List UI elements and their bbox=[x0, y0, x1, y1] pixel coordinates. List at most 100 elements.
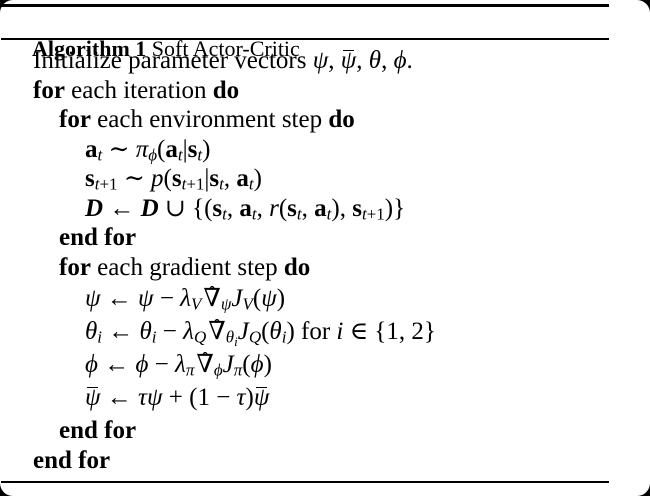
algo-line: D ← D ∪ {(st, at, r(st, at), st+1)} bbox=[0, 194, 650, 224]
text-token: i bbox=[151, 327, 157, 347]
text-token: λ bbox=[175, 351, 186, 378]
text-token: ∈ {1, 2} bbox=[343, 318, 436, 345]
text-token: ϕ bbox=[148, 145, 158, 165]
text-token: a bbox=[314, 194, 327, 222]
nabla-hat-symbol: ∇ bbox=[203, 285, 220, 312]
text-token: s bbox=[187, 135, 198, 163]
text-token: each gradient step bbox=[90, 253, 284, 281]
text-token: ), bbox=[331, 194, 353, 222]
text-token: ) for bbox=[286, 318, 337, 345]
text-token: λ bbox=[180, 285, 191, 312]
text-token: ( bbox=[157, 135, 166, 163]
text-token: ← bbox=[102, 318, 140, 345]
text-token: , bbox=[256, 194, 270, 222]
algo-line: for each gradient step do bbox=[0, 253, 650, 283]
text-token: a bbox=[85, 135, 98, 163]
top-rule bbox=[1, 4, 609, 7]
text-token: π bbox=[185, 360, 195, 380]
text-token: π bbox=[233, 360, 243, 380]
text-token: ← bbox=[100, 384, 139, 411]
text-token: ( bbox=[242, 351, 251, 378]
text-token: ψ bbox=[312, 47, 329, 74]
algorithm-title: Soft Actor-Critic bbox=[146, 36, 300, 61]
text-token: do bbox=[328, 106, 355, 133]
text-token: Q bbox=[193, 327, 207, 347]
text-token: ϕ bbox=[250, 351, 264, 378]
text-token: i bbox=[281, 327, 287, 347]
text-token: ) bbox=[245, 384, 254, 411]
algo-line: end for bbox=[0, 447, 650, 476]
algo-line: Initialize parameter vectors ψ, ψ, θ, ϕ. bbox=[0, 46, 650, 76]
text-token: do bbox=[283, 253, 311, 281]
text-token: , bbox=[226, 194, 240, 222]
text-token: ψ bbox=[146, 384, 163, 411]
text-token: ( bbox=[278, 194, 288, 222]
text-token: , bbox=[301, 194, 315, 222]
text-token: ( bbox=[252, 285, 262, 312]
text-token: ϕ bbox=[213, 360, 223, 380]
text-token: − bbox=[153, 285, 181, 312]
text-token: s bbox=[85, 165, 95, 192]
text-token: ∼ bbox=[102, 135, 136, 163]
algorithm-body: Initialize parameter vectors ψ, ψ, θ, ϕ.… bbox=[0, 46, 650, 476]
text-token: +1 bbox=[366, 204, 385, 224]
text-token: for bbox=[33, 76, 65, 104]
text-token: a bbox=[165, 135, 178, 163]
text-token: θ bbox=[269, 318, 282, 345]
text-token: for bbox=[59, 253, 91, 281]
text-token: J bbox=[231, 285, 243, 312]
text-token: s bbox=[287, 194, 297, 222]
text-token: s bbox=[171, 165, 182, 192]
text-token: ϕ bbox=[135, 351, 149, 378]
algo-line: at ∼ πϕ(at|st) bbox=[0, 135, 650, 165]
text-token: t bbox=[251, 204, 257, 224]
text-token: )} bbox=[384, 194, 406, 222]
text-token: t bbox=[248, 174, 254, 194]
text-token: t bbox=[181, 174, 187, 194]
text-token: t bbox=[296, 204, 302, 224]
text-token: a bbox=[236, 165, 249, 192]
text-token: i bbox=[97, 327, 103, 347]
text-token: end for bbox=[33, 447, 111, 474]
nabla-hat-symbol: ∇ bbox=[208, 318, 225, 345]
text-token: ) bbox=[276, 285, 286, 312]
text-token: . bbox=[406, 47, 413, 74]
text-token: θ bbox=[368, 47, 382, 74]
text-token: D bbox=[85, 194, 104, 222]
text-token: t bbox=[219, 174, 224, 194]
algo-line: end for bbox=[0, 223, 650, 253]
text-token: , bbox=[328, 47, 341, 74]
text-token: θ bbox=[139, 318, 152, 345]
text-token: t bbox=[97, 145, 103, 165]
text-token: λ bbox=[183, 318, 194, 345]
text-token: ψ bbox=[138, 285, 154, 312]
text-token: ψ bbox=[220, 294, 232, 314]
bottom-rule bbox=[1, 481, 609, 483]
text-token: τ bbox=[236, 384, 246, 411]
text-token: D bbox=[140, 194, 159, 222]
text-token: s bbox=[209, 165, 220, 192]
text-token: θ bbox=[85, 318, 98, 345]
text-token: J bbox=[222, 351, 234, 378]
text-token: τ bbox=[138, 384, 147, 411]
algorithm-number: Algorithm 1 bbox=[32, 36, 147, 61]
text-token: ψ bbox=[85, 384, 101, 411]
text-token: p bbox=[151, 165, 164, 192]
text-token: ( bbox=[261, 318, 270, 345]
algo-line: end for bbox=[0, 414, 650, 447]
text-token: do bbox=[212, 76, 240, 104]
text-token: end for bbox=[59, 224, 137, 251]
text-token: Q bbox=[248, 327, 262, 347]
text-token: Initialize parameter vectors bbox=[33, 47, 313, 74]
text-token: J bbox=[237, 318, 249, 345]
text-token: ϕ bbox=[393, 47, 407, 74]
text-token: π bbox=[135, 135, 149, 163]
text-token: + (1 − bbox=[162, 384, 237, 411]
text-token: ← bbox=[100, 285, 139, 312]
text-token: t bbox=[326, 204, 332, 224]
text-token: , bbox=[356, 47, 369, 74]
text-token: t bbox=[94, 174, 100, 194]
text-token: end for bbox=[59, 417, 137, 444]
text-token: ∼ bbox=[117, 165, 152, 192]
